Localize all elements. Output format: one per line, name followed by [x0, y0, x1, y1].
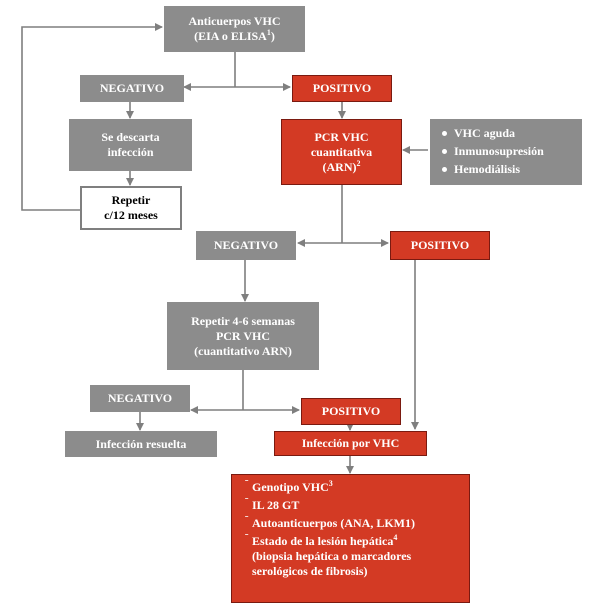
condition-item: Hemodiálisis [442, 160, 574, 178]
condition-item: Inmunosupresión [442, 142, 574, 160]
descarta-line2: infección [107, 145, 154, 159]
positivo-box-3: POSITIVO [301, 398, 401, 425]
positivo-label-3: POSITIVO [321, 404, 381, 418]
negativo-box-3: NEGATIVO [90, 385, 190, 412]
pcr-vhc-cuantitativa-box: PCR VHC cuantitativa (ARN)2 [281, 119, 402, 185]
repetir-12-meses-box: Repetir c/12 meses [80, 186, 182, 230]
final-item-biopsia-1: (biopsia hepática o marcadores [252, 549, 412, 563]
tick-icon: ˉ [245, 497, 249, 508]
bullet-icon [442, 148, 447, 154]
negativo-box-1: NEGATIVO [80, 75, 184, 102]
pcr1-line2: cuantitativa [310, 144, 373, 159]
repetir12-line2: c/12 meses [104, 208, 158, 222]
descarta-infeccion-box: Se descarta infección [69, 119, 192, 171]
positivo-label-1: POSITIVO [312, 81, 372, 95]
bullet-icon [442, 166, 447, 172]
anticuerpos-vhc-box: Anticuerpos VHC (EIA o ELISA1) [164, 6, 305, 52]
descarta-line1: Se descarta [101, 130, 160, 144]
positivo-box-2: POSITIVO [390, 231, 490, 260]
infeccion-por-vhc-label: Infección por VHC [301, 436, 400, 450]
repetir46-line3: (cuantitativo ARN) [194, 343, 292, 358]
tick-icon: ˉ [245, 533, 249, 544]
repetir46-line2: PCR VHC [215, 328, 271, 343]
condition-item: VHC aguda [442, 124, 574, 142]
positivo-label-2: POSITIVO [410, 238, 470, 252]
tick-icon: ˉ [245, 515, 249, 526]
pcr1-line1: PCR VHC [314, 129, 369, 144]
repetir-4-6-semanas-box: Repetir 4-6 semanas PCR VHC (cuantitativ… [167, 302, 319, 370]
negativo-label-3: NEGATIVO [107, 391, 173, 405]
negativo-box-2: NEGATIVO [196, 231, 296, 260]
conditions-box: VHC aguda Inmunosupresión Hemodiálisis [430, 119, 582, 185]
positivo-box-1: POSITIVO [292, 75, 392, 102]
infeccion-por-vhc-box: Infección por VHC [274, 431, 427, 456]
negativo-label-1: NEGATIVO [99, 81, 165, 95]
bullet-icon [442, 130, 447, 136]
infeccion-resuelta-box: Infección resuelta [65, 431, 217, 457]
negativo-label-2: NEGATIVO [213, 238, 279, 252]
repetir46-line1: Repetir 4-6 semanas [191, 313, 295, 328]
repetir12-line1: Repetir [111, 193, 151, 207]
infeccion-resuelta-label: Infección resuelta [95, 436, 187, 451]
anticuerpos-line1: Anticuerpos VHC [188, 14, 281, 28]
final-item-biopsia-2: serológicos de fibrosis) [252, 564, 368, 578]
anticuerpos-line2: (EIA o ELISA1) [194, 28, 275, 44]
tick-icon: ˉ [245, 479, 249, 490]
pcr1-line3: (ARN)2 [322, 158, 361, 174]
